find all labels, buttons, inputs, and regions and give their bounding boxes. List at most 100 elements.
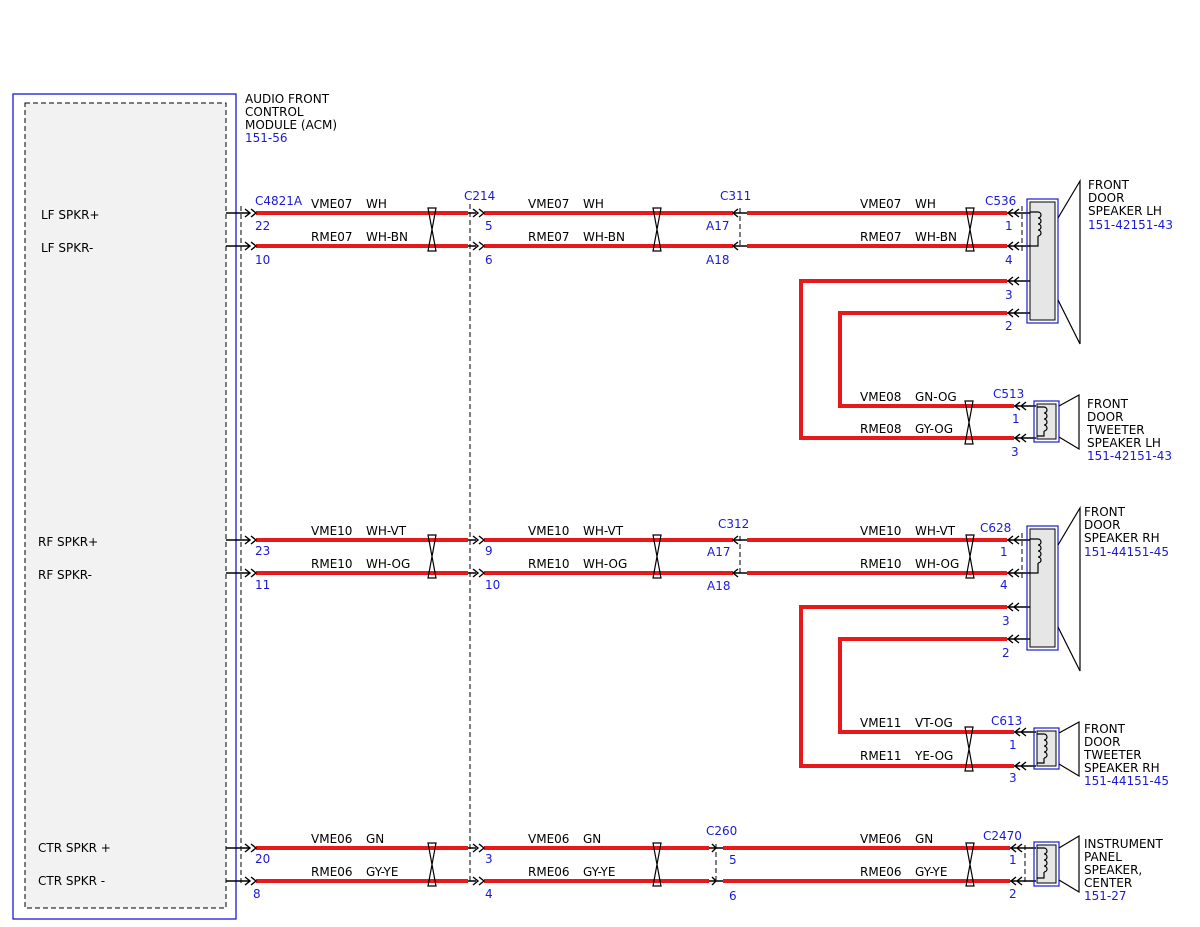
c613-pin-3 [1013,761,1036,771]
c312-pin-a17 [731,535,747,545]
speaker-ctr-outline [1033,841,1060,887]
ctr-speaker-ref: 151-27 [1084,889,1127,903]
wire-circuit: VME06 [860,832,901,846]
connector-c311: C311 [720,189,751,203]
wires [256,211,1014,883]
acm-pin-symbols [226,208,258,886]
wire-color: GY-YE [915,865,947,879]
pin-label-lf-neg: LF SPKR- [41,241,93,255]
wire-color: GN [915,832,933,846]
wire-lf-tweeter-pos [838,311,1014,408]
pin-number: 3 [1005,288,1013,302]
speaker-rf-magnet [1029,528,1056,648]
rf-speaker-label-3: SPEAKER RH [1084,531,1160,545]
pin-number: 3 [1009,771,1017,785]
wire-color: WH-OG [583,557,627,571]
twist-rf-3 [965,534,975,579]
twist-lf-3 [965,207,975,252]
pin-label-ctr-pos: CTR SPKR + [38,841,111,855]
tweeter-rf-coil-icon [1037,733,1048,764]
pin-number: 20 [255,852,270,866]
speaker-lf [1026,178,1081,345]
wire-circuit: RME11 [860,749,902,763]
pin-number: 23 [255,544,270,558]
wire-circuit: VME10 [311,524,352,538]
connector-c260: C260 [706,824,737,838]
pin-number: 1 [1009,738,1017,752]
wire-color: WH-BN [915,230,957,244]
connector-c2470: C2470 [983,829,1022,843]
wire-color: WH-VT [915,524,956,538]
wire-color: WH-OG [915,557,959,571]
pin-number: 2 [1002,646,1010,660]
wire-circuit: VME10 [528,524,569,538]
acm-body [24,102,227,909]
c536-pin-2 [1006,308,1030,318]
c260-pin-5 [709,843,723,853]
pin-label-rf-neg: RF SPKR- [38,568,92,582]
acm-outline [12,93,237,920]
pin-number: 4 [485,887,493,901]
pin-number: 6 [485,253,493,267]
wire-circuit: VME06 [311,832,352,846]
pin-number: 4 [1000,578,1008,592]
twist-rf-2 [652,534,662,579]
c311-pin-a17 [731,208,747,218]
wire-circuit: RME06 [528,865,570,879]
wire-circuit: RME10 [311,557,353,571]
twist-rf-1 [427,534,437,579]
wire-circuit: VME07 [528,197,569,211]
speaker-rf-cone-icon [1057,505,1081,672]
c613-pin-1 [1013,727,1036,737]
wire-color: WH-BN [583,230,625,244]
pin-label-ctr-neg: CTR SPKR - [38,874,105,888]
speaker-rf [1026,505,1081,672]
wire-circuit: VME07 [311,197,352,211]
connector-c513: C513 [993,387,1024,401]
wire-circuit: RME07 [311,230,353,244]
twist-symbols [427,207,975,887]
rf-tweeter-label-2: DOOR [1084,735,1120,749]
c536-pin-1 [1006,208,1030,218]
tweeter-lf-outline [1033,400,1060,443]
acm-module: AUDIO FRONT CONTROL MODULE (ACM) 151-56 … [12,92,337,920]
c2470-pin-1 [1009,843,1036,853]
speaker-lf-coil-icon [1030,211,1042,247]
acm-ref: 151-56 [245,131,288,145]
c628-pin-4 [1006,568,1030,578]
acm-pin-20 [226,843,258,853]
pin-number: 10 [485,578,500,592]
ctr-speaker-label-3: SPEAKER, [1084,863,1142,877]
pin-number: 1 [1012,412,1020,426]
c214-pin-10 [468,568,486,578]
wire-color: WH [366,197,387,211]
wire-color: WH-VT [366,524,407,538]
wire-color: WH-OG [366,557,410,571]
speaker-ctr-cone-icon [1058,834,1080,894]
wire-circuit: RME07 [860,230,902,244]
pin-number: A17 [707,545,730,559]
pin-number: 2 [1009,887,1017,901]
speaker-pin-symbols [1006,208,1036,886]
pin-number: 5 [729,853,737,867]
pin-number: 1 [1009,853,1017,867]
pin-number: A18 [707,579,730,593]
c312-pin-a18 [731,568,747,578]
c214-pin-4 [468,876,486,886]
twist-rft [964,726,974,772]
speaker-ctr-coil-icon [1037,847,1048,879]
acm-title-2: CONTROL [245,105,304,119]
rf-tweeter-label-1: FRONT [1084,722,1126,736]
pin-number: 4 [1005,253,1013,267]
twist-ctr-1 [427,842,437,887]
wire-rf-tweeter-neg [799,605,1014,768]
rf-speaker-label-1: FRONT [1084,505,1126,519]
tweeter-lf [1033,393,1080,451]
lf-speaker-label-3: SPEAKER LH [1088,204,1162,218]
pin-number: 3 [1002,614,1010,628]
lf-tweeter-label-3: TWEETER [1086,423,1145,437]
speaker-rf-outline [1026,525,1059,651]
wire-circuit: VME08 [860,390,901,404]
connector-c613: C613 [991,714,1022,728]
